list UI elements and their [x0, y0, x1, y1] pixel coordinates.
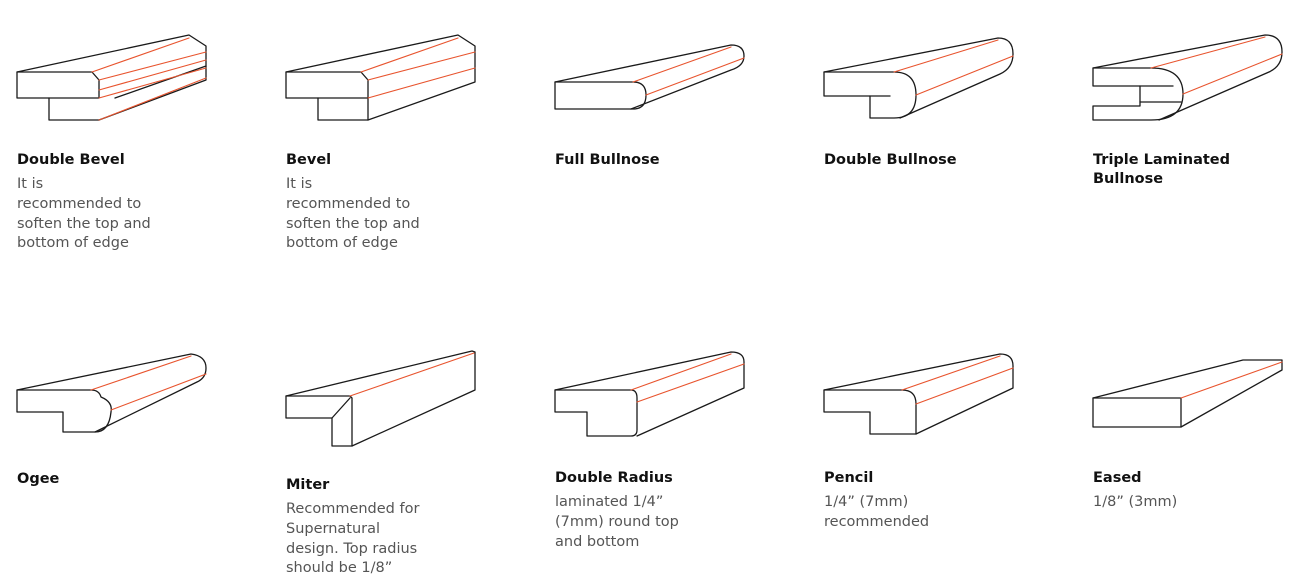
ogee-profile-drawing — [16, 353, 207, 433]
profile-title: Double Bevel — [17, 152, 125, 168]
full-bullnose-profile-drawing — [554, 44, 745, 110]
profile-double-radius: Double Radius laminated 1/4” (7mm) round… — [554, 350, 795, 550]
double-bevel-profile-drawing — [16, 34, 207, 121]
profile-description: 1/4” (7mm) recommended — [824, 494, 930, 530]
double-radius-profile-drawing — [554, 351, 745, 437]
profile-title: Eased — [1093, 470, 1142, 486]
eased-profile-drawing — [1092, 359, 1283, 428]
double-bullnose-profile-drawing — [823, 37, 1014, 119]
miter-profile-drawing — [285, 350, 476, 447]
profile-title: Ogee — [17, 471, 60, 487]
profile-title: Miter — [286, 477, 330, 493]
profile-full-bullnose: Full Bullnose — [554, 30, 795, 168]
profile-title: Bevel — [286, 152, 332, 168]
profile-description: laminated 1/4” (7mm) round top and botto… — [555, 494, 679, 550]
profile-description: It is recommended to soften the top and … — [17, 176, 151, 252]
profile-description: 1/8” (3mm) — [1093, 494, 1178, 510]
pencil-profile-drawing — [823, 353, 1014, 435]
profile-miter: Miter Recommended for Supernatural desig… — [285, 350, 526, 576]
profile-bevel: Bevel It is recommended to soften the to… — [285, 30, 526, 251]
profile-double-bevel: Double Bevel It is recommended to soften… — [16, 30, 257, 251]
profile-description: Recommended for Supernatural design. Top… — [286, 501, 420, 577]
profile-double-bullnose: Double Bullnose — [823, 30, 1064, 168]
profile-title: Double Bullnose — [824, 152, 957, 168]
profile-description: It is recommended to soften the top and … — [286, 176, 420, 252]
profile-title: Double Radius — [555, 470, 673, 486]
triple-laminated-bullnose-profile-drawing — [1092, 34, 1283, 121]
profile-pencil: Pencil 1/4” (7mm) recommended — [823, 350, 1064, 530]
profile-eased: Eased 1/8” (3mm) — [1092, 350, 1299, 510]
profile-triple-laminated-bullnose: Triple Laminated Bullnose — [1092, 30, 1299, 187]
profile-ogee: Ogee — [16, 350, 257, 487]
profile-title: Triple Laminated Bullnose — [1093, 152, 1231, 187]
profile-title: Pencil — [824, 470, 874, 486]
bevel-profile-drawing — [285, 34, 476, 121]
profile-title: Full Bullnose — [555, 152, 660, 168]
